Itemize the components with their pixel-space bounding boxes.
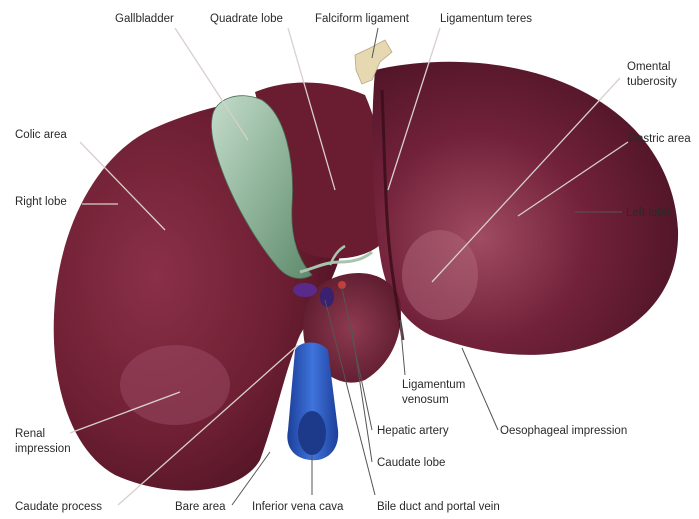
bile-duct (320, 287, 334, 307)
ivc-opening (298, 411, 326, 455)
label-caudate-process: Caudate process (15, 501, 102, 513)
label-bare-area: Bare area (175, 501, 226, 513)
label-gallbladder: Gallbladder (115, 13, 174, 25)
renal-highlight (120, 345, 230, 425)
label-ligamentum-teres: Ligamentum teres (440, 13, 532, 25)
label-ligamentum-venosum-line1: Ligamentum (402, 379, 465, 391)
label-colic-area: Colic area (15, 129, 67, 141)
label-renal-impression-line1: Renal (15, 428, 45, 440)
hepatic-artery-stub (338, 281, 346, 289)
leader-oesophageal (462, 348, 498, 430)
label-falciform-ligament: Falciform ligament (315, 13, 410, 25)
label-renal-impression-line2: impression (15, 443, 71, 455)
portal-vein (293, 283, 317, 297)
label-bile-duct-portal-vein: Bile duct and portal vein (377, 501, 500, 513)
label-inferior-vena-cava: Inferior vena cava (252, 501, 344, 513)
label-caudate-lobe: Caudate lobe (377, 457, 445, 469)
label-oesophageal-impression: Oesophageal impression (500, 425, 627, 437)
label-ligamentum-venosum-line2: venosum (402, 394, 449, 406)
label-right-lobe: Right lobe (15, 196, 67, 208)
label-quadrate-lobe: Quadrate lobe (210, 13, 283, 25)
label-hepatic-artery: Hepatic artery (377, 425, 449, 437)
label-gastric-area: Gastric area (628, 133, 691, 145)
label-left-lobe: Left lobe (626, 207, 670, 219)
label-omental-tuberosity-line1: Omental (627, 61, 670, 73)
label-omental-tuberosity-line2: tuberosity (627, 76, 677, 88)
